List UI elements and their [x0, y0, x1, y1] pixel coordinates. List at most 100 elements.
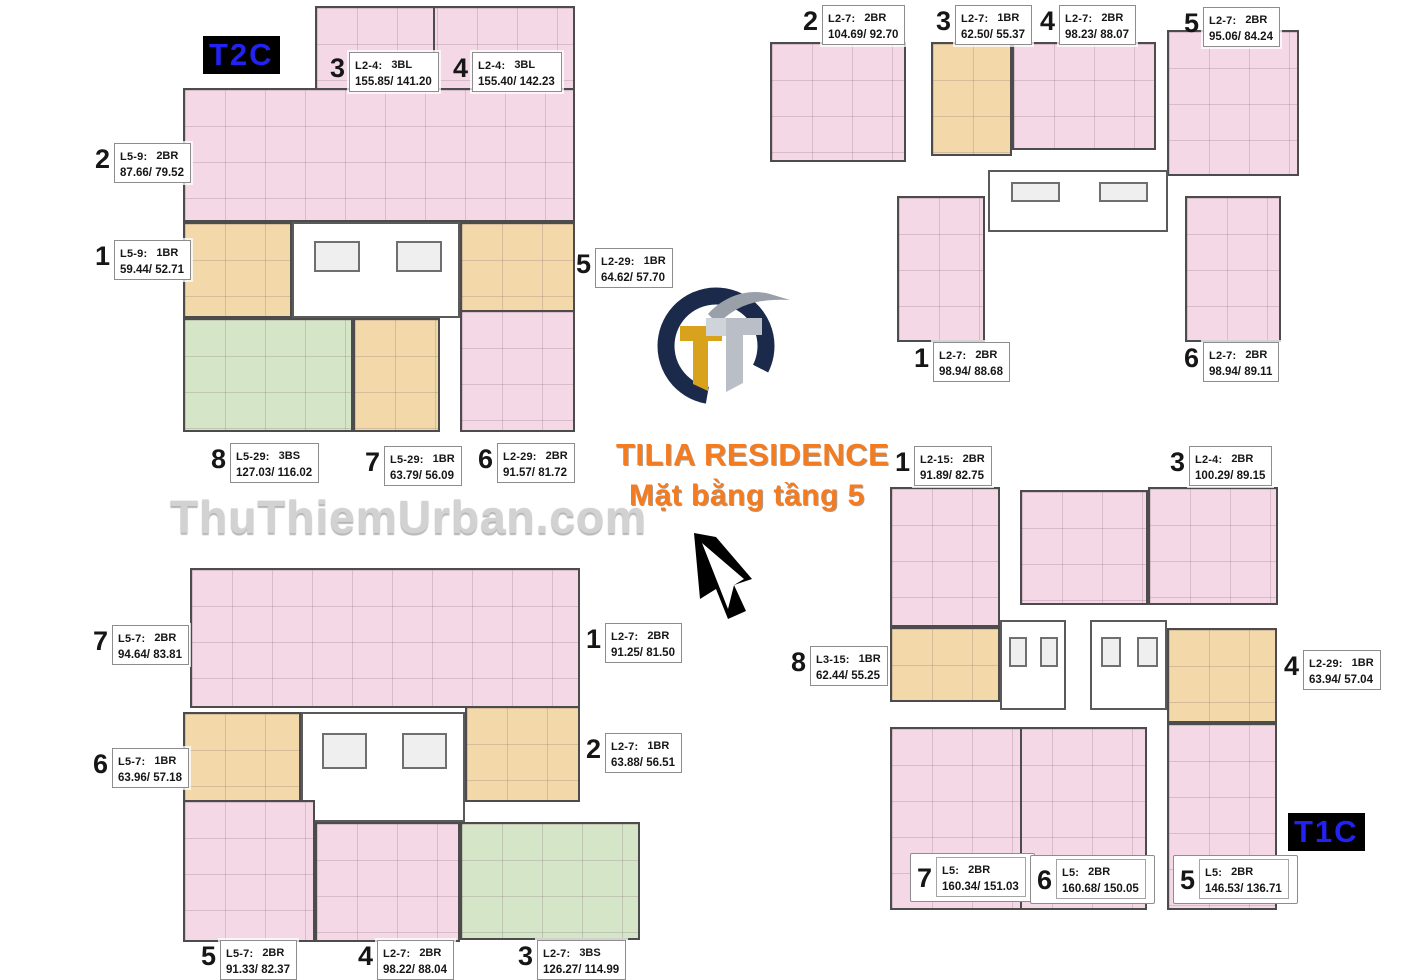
cursor-icon	[672, 527, 772, 625]
unit-info-row: L2-7:1BR	[611, 736, 675, 756]
unit-area: 91.89/ 82.75	[920, 470, 984, 482]
unit-number: 4	[358, 941, 374, 971]
unit-info-row: L2-4:2BR	[1195, 449, 1265, 469]
unit-area: 98.94/ 88.68	[939, 366, 1003, 378]
unit-type: 2BR	[968, 864, 991, 876]
unit-code: L5-7:	[118, 633, 146, 645]
t2c-unit5-block	[460, 222, 575, 318]
unit-number: 5	[1184, 8, 1200, 38]
unit-type: 2BR	[419, 947, 442, 959]
unit-type: 2BR	[962, 453, 985, 465]
tower-name-t1c: T1C	[1288, 813, 1365, 851]
unit-area: 63.94/ 57.04	[1309, 674, 1373, 686]
unit-info-row: L2-7:1BR	[961, 8, 1025, 28]
unit-area: 155.40/ 142.23	[478, 76, 555, 88]
unit-area: 63.96/ 57.18	[118, 772, 182, 784]
unit-info-row: L2-7:2BR	[1209, 10, 1273, 30]
unit-number: 4	[1040, 6, 1056, 36]
unit-number: 3	[518, 941, 534, 971]
unit-info-row: L5-9:1BR	[120, 243, 184, 263]
unit-area: 160.34/ 151.03	[942, 881, 1019, 893]
unit-number: 6	[1037, 865, 1053, 896]
floor-subtitle: Mặt bằng tầng 5	[629, 479, 865, 512]
t2c-unit6-block	[460, 310, 575, 432]
unit-info-row: L2-29:1BR	[601, 251, 666, 271]
unit-area: 91.57/ 81.72	[503, 467, 567, 479]
unit-number: 5	[201, 941, 217, 971]
tr-unit6-block	[1185, 196, 1281, 342]
t2c-unit8-block	[183, 318, 353, 432]
unit-type: 1BR	[156, 247, 179, 259]
unit-code: L5-29:	[236, 451, 270, 463]
unit-info-row: L5:2BR	[1205, 862, 1282, 882]
unit-code: L2-7:	[543, 948, 571, 960]
unit-area: 91.33/ 82.37	[226, 964, 290, 976]
unit-number: 6	[1184, 343, 1200, 373]
unit-info-box: L5-29: 3BS 127.03/ 116.02	[230, 443, 320, 484]
unit-type: 2BR	[647, 630, 670, 642]
unit-area: 62.50/ 55.37	[961, 29, 1025, 41]
t2c-unit2-block	[183, 88, 575, 222]
unit-number: 5	[576, 249, 592, 279]
unit-code: L3-15:	[816, 654, 850, 666]
unit-info-row: L2-7:2BR	[383, 943, 447, 963]
unit-number: 2	[803, 6, 819, 36]
bl-unit3-block	[460, 822, 640, 940]
unit-area: 100.29/ 89.15	[1195, 470, 1266, 482]
unit-code: L5:	[1062, 867, 1080, 879]
unit-area: 160.68/ 150.05	[1062, 883, 1139, 895]
tr-unit4-block	[1012, 42, 1156, 150]
unit-info-row: L2-7:2BR	[611, 626, 675, 646]
unit-code: L5:	[942, 865, 960, 877]
watermark: ThuThiemUrban.com	[170, 491, 648, 543]
unit-type: 3BS	[278, 450, 301, 462]
unit-area: 64.62/ 57.70	[601, 272, 665, 284]
unit-info-row: L5-9:2BR	[120, 146, 184, 166]
unit-type: 2BR	[975, 349, 998, 361]
unit-info-row: L2-4:3BL	[478, 55, 555, 75]
unit-info-row: L5-29: 3BS	[236, 446, 312, 466]
unit-number: 2	[586, 734, 602, 764]
unit-area: 63.88/ 56.51	[611, 757, 675, 769]
unit-info-row: L5-29:1BR	[390, 449, 455, 469]
unit-area: 126.27/ 114.99	[543, 964, 620, 976]
unit-info-row: L2-7:2BR	[1209, 345, 1272, 365]
unit-area: 127.03/ 116.02	[236, 467, 313, 479]
unit-area: 98.23/ 88.07	[1065, 29, 1129, 41]
unit-type: 3BL	[514, 59, 536, 71]
unit-info-row: L3-15:1BR	[816, 649, 881, 669]
unit-code: L2-7:	[611, 741, 639, 753]
unit-type: 2BR	[1245, 349, 1268, 361]
unit-code: L2-29:	[1309, 658, 1343, 670]
bl-elevator-core	[301, 712, 465, 822]
tr-unit5-block	[1167, 30, 1299, 176]
unit-area: 94.64/ 83.81	[118, 649, 182, 661]
unit-type: 2BR	[1101, 12, 1124, 24]
